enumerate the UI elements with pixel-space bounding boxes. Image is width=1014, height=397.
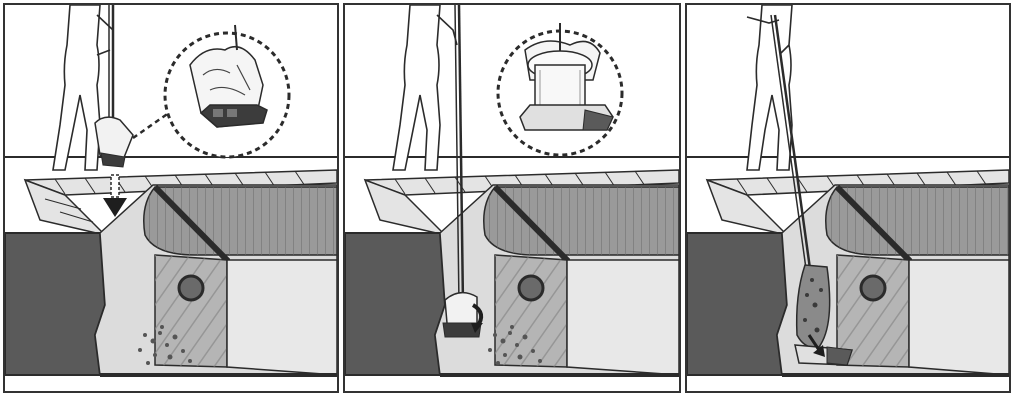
pool-wall-left [687,233,787,375]
filter-device-icon [443,293,483,337]
panel-1-illustration [5,5,337,391]
pool-cover-roller [144,187,337,375]
pool-cover-roller [826,187,1009,375]
panel-3 [685,3,1011,393]
panel-3-illustration [687,5,1009,391]
roller-tube-icon [861,276,885,300]
pool-cover-roller [484,187,679,375]
pool-wall-left [5,233,105,375]
detail-callout [498,23,622,155]
panel-2 [343,3,681,393]
pool-wall-left [345,233,445,375]
panel-1 [3,3,339,393]
panel-2-illustration [345,5,679,391]
operator-figure [393,5,457,170]
roller-tube-icon [519,276,543,300]
roller-tube-icon [179,276,203,300]
